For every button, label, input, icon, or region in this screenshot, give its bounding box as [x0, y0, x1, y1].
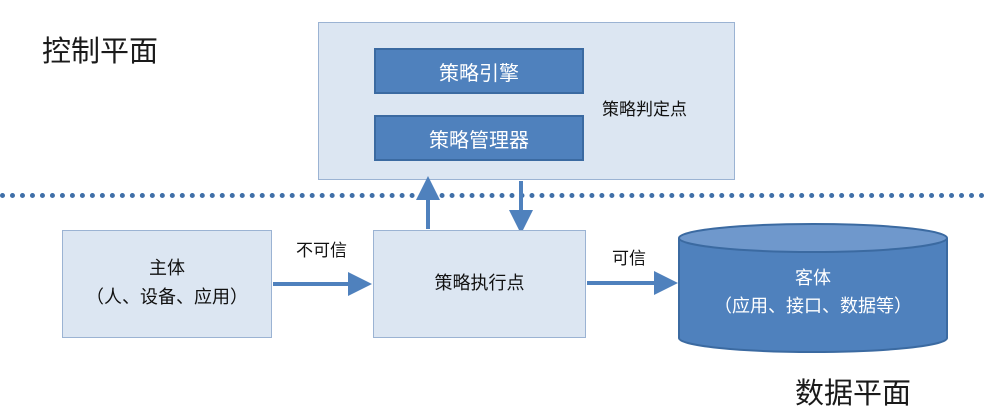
policy-administrator-label: 策略管理器 — [429, 127, 529, 152]
policy-engine-box: 策略引擎 — [374, 48, 584, 94]
subject-title: 主体 — [149, 258, 185, 280]
policy-engine-label: 策略引擎 — [439, 60, 519, 85]
object-subtitle: （应用、接口、数据等） — [714, 295, 912, 317]
policy-enforcement-point-box: 策略执行点 — [373, 230, 586, 338]
plane-divider — [0, 193, 985, 198]
policy-administrator-box: 策略管理器 — [374, 115, 584, 161]
trusted-label: 可信 — [612, 249, 646, 269]
object-title: 客体 — [795, 268, 831, 289]
object-text: 客体 （应用、接口、数据等） — [679, 265, 947, 321]
policy-enforcement-point-label: 策略执行点 — [434, 272, 525, 294]
subject-subtitle: （人、设备、应用） — [86, 287, 248, 308]
untrusted-label: 不可信 — [296, 241, 347, 261]
subject-box: 主体 （人、设备、应用） — [62, 230, 272, 338]
policy-decision-point-label: 策略判定点 — [602, 100, 687, 120]
control-plane-label: 控制平面 — [42, 34, 159, 68]
data-plane-label: 数据平面 — [795, 376, 912, 410]
policy-decision-point: 策略引擎 策略管理器 策略判定点 — [318, 22, 735, 180]
